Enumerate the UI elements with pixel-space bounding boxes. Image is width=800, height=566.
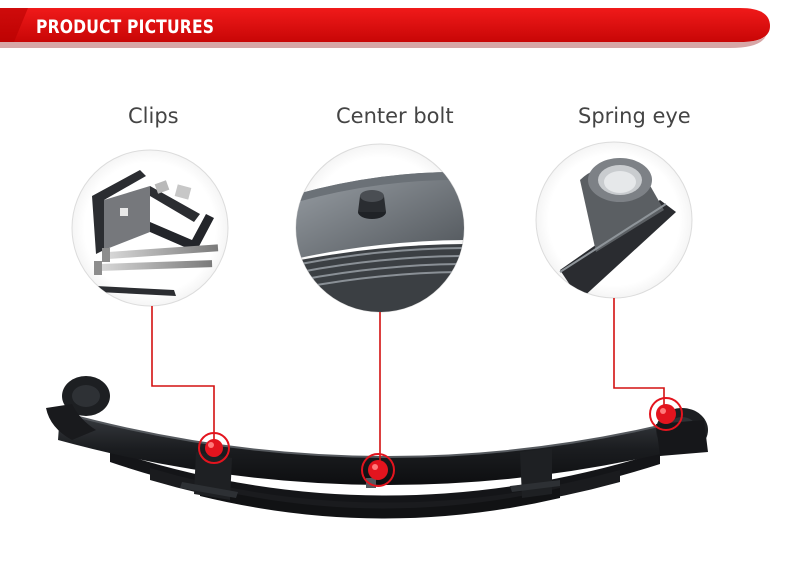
clips-photo — [71, 149, 229, 307]
leader-line-spring-eye — [613, 298, 665, 412]
leaf-spring-photo — [46, 376, 708, 519]
marker-spring-eye — [649, 397, 683, 431]
marker-clips — [198, 432, 230, 464]
spring-eye-photo — [535, 141, 693, 299]
callout-label-clips: Clips — [128, 104, 179, 128]
marker-center-bolt — [361, 453, 395, 487]
leader-line-clips — [151, 306, 215, 446]
section-header-banner: PRODUCT PICTURES — [0, 8, 800, 52]
banner-title: PRODUCT PICTURES — [36, 16, 215, 38]
callout-label-center-bolt: Center bolt — [336, 104, 454, 128]
center-bolt-photo — [295, 143, 465, 313]
callout-label-spring-eye: Spring eye — [578, 104, 691, 128]
banner-shape — [0, 8, 770, 48]
leader-lines — [151, 298, 665, 466]
